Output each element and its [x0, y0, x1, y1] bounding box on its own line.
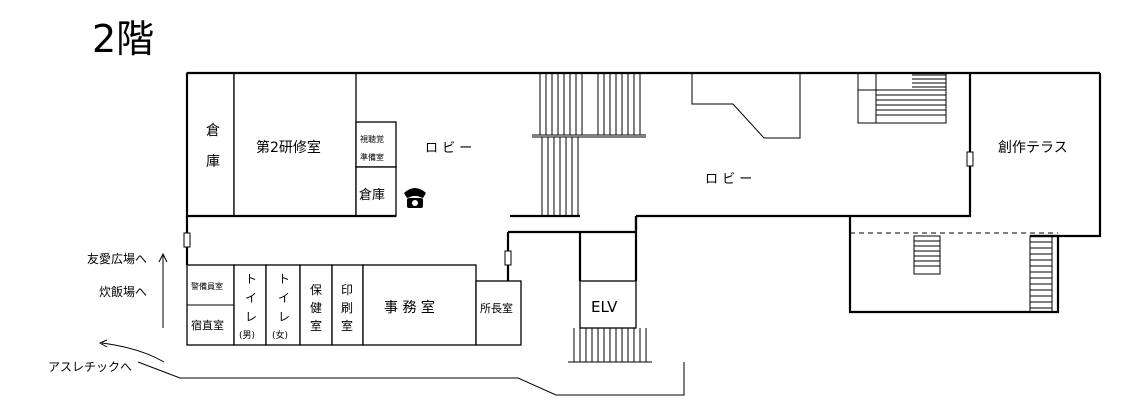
floor-title: 2階	[92, 17, 154, 61]
room-label-warehouse-left-1: 倉	[206, 123, 220, 139]
room-director	[475, 280, 522, 346]
stairs-lower-mid	[913, 235, 941, 275]
print-char-2: 刷	[341, 301, 353, 315]
direction-yuai-plaza: 友愛広場へ	[87, 252, 147, 266]
toilet-male-char-1: ト	[245, 272, 257, 286]
upper-notch	[691, 73, 801, 139]
lobby-center-label: ロ ビ ー	[705, 172, 752, 187]
health-char-2: 健	[310, 301, 322, 315]
room-av-prep	[355, 121, 397, 168]
creative-terrace-label: 創作テラス	[998, 140, 1068, 156]
stairs-upper-left	[532, 73, 646, 216]
room-label-av-prep-2: 準備室	[360, 152, 384, 162]
wall-lower-right	[848, 216, 1060, 314]
health-char-1: 保	[310, 283, 322, 297]
room-label-guard: 警備員室	[191, 281, 223, 291]
door-terrace	[966, 151, 974, 167]
room-label-av-prep-1: 視聴覚	[360, 134, 384, 144]
lobby-west-label: ロ ビ ー	[425, 141, 472, 156]
stairs-below-elevator	[568, 328, 652, 363]
arrow-up-icon	[158, 252, 168, 328]
athletic-path	[98, 339, 685, 396]
wall-center-bottom	[636, 73, 972, 218]
room-label-training-2: 第2研修室	[256, 139, 321, 156]
wall-elv-top-right	[580, 216, 638, 234]
toilet-female-char-1: ト	[278, 272, 290, 286]
room-training-2	[233, 72, 357, 217]
toilet-male-char-4: (男)	[239, 330, 255, 341]
room-toilet-female	[265, 264, 301, 346]
print-char-1: 印	[341, 283, 353, 297]
toilet-female-char-2: イ	[278, 291, 290, 305]
room-label-office: 事 務 室	[384, 299, 435, 316]
room-warehouse-left	[186, 72, 235, 217]
room-elevator	[579, 280, 637, 329]
room-health	[299, 264, 333, 346]
telephone-icon	[404, 188, 426, 208]
toilet-male-char-2: イ	[245, 291, 257, 305]
room-label-director: 所長室	[480, 301, 513, 315]
direction-athletic: アスレチックへ	[48, 360, 132, 374]
room-label-warehouse-left-2: 庫	[206, 153, 220, 170]
toilet-female-char-4: (女)	[272, 329, 288, 341]
direction-cooking: 炊飯場へ	[99, 284, 147, 299]
print-char-3: 室	[341, 318, 353, 333]
door-west	[183, 232, 191, 248]
room-label-warehouse-small: 倉庫	[359, 188, 385, 203]
room-label-night-duty: 宿直室	[191, 318, 224, 332]
room-office	[362, 264, 477, 346]
elevator-label: ELV	[591, 298, 618, 316]
stairs-upper-right	[857, 72, 947, 124]
room-print	[331, 264, 364, 346]
toilet-male-char-3: レ	[245, 310, 257, 324]
health-char-3: 室	[310, 318, 322, 333]
stairs-lower-right	[1029, 235, 1053, 313]
door-director	[504, 250, 512, 266]
room-toilet-male	[233, 264, 267, 346]
toilet-female-char-3: レ	[278, 310, 290, 324]
